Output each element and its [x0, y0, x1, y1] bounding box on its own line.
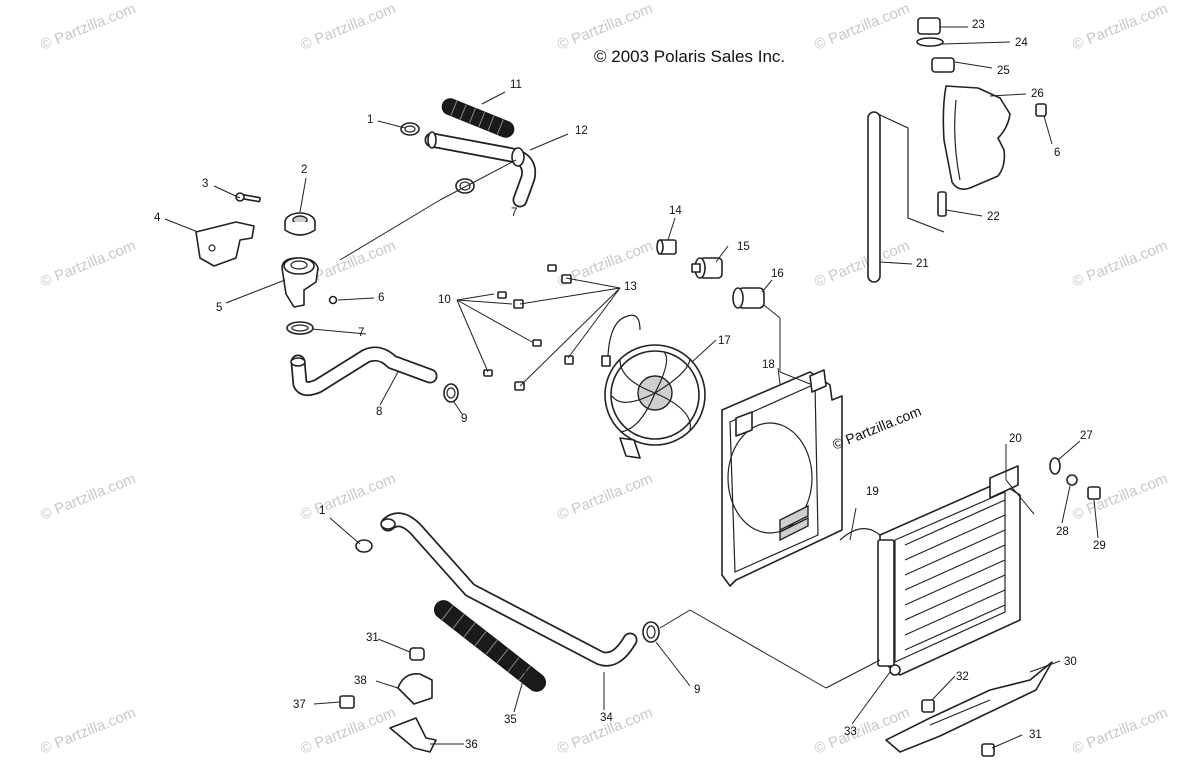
- overflow-fitting: [937, 191, 947, 217]
- callout-number: 10: [438, 294, 451, 306]
- push-rivet: [409, 647, 425, 661]
- hose-8: [290, 346, 438, 397]
- fan-shroud: [721, 369, 843, 587]
- callout-number: 33: [844, 726, 857, 738]
- callout-number: 29: [1093, 540, 1106, 552]
- callout-number: 19: [866, 486, 879, 498]
- callout-number: 2: [301, 164, 308, 176]
- hose-clamp: [355, 539, 373, 553]
- callout-number: 38: [354, 675, 367, 687]
- upper-hose: [424, 131, 537, 208]
- hose-clamp: [443, 383, 459, 403]
- callout-number: 31: [366, 632, 379, 644]
- hose-clamp: [400, 122, 420, 136]
- callout-number: 7: [358, 327, 365, 339]
- leader-lines: [164, 26, 1099, 749]
- bolt: [1035, 103, 1047, 117]
- callout-number: 6: [378, 292, 385, 304]
- callout-number: 12: [575, 125, 588, 137]
- skid-plate: [885, 661, 1053, 753]
- callout-number: 25: [997, 65, 1010, 77]
- callout-number: 9: [694, 684, 701, 696]
- callout-number: 18: [762, 359, 775, 371]
- coolant-reservoir: [942, 85, 1011, 190]
- hose-clip: [397, 672, 433, 705]
- radiator-cap: [284, 212, 316, 236]
- hose-clamp: [642, 621, 660, 643]
- mounting-bracket: [195, 221, 255, 267]
- temperature-sensor: [656, 239, 677, 255]
- clip-bracket: [389, 717, 437, 753]
- callout-number: 1: [319, 505, 326, 517]
- grommet: [1066, 474, 1078, 486]
- hose-clamp: [455, 178, 475, 194]
- filler-neck: [281, 257, 319, 308]
- callout-number: 5: [216, 302, 223, 314]
- copyright-notice: © 2003 Polaris Sales Inc.: [594, 47, 786, 66]
- callout-number: 36: [465, 739, 478, 751]
- callout-number: 37: [293, 699, 306, 711]
- callout-number: 11: [510, 79, 522, 91]
- callout-number: 22: [987, 211, 1000, 223]
- callout-number: 35: [504, 714, 517, 726]
- callout-number: 13: [624, 281, 637, 293]
- callout-number: 23: [972, 19, 985, 31]
- coupler: [732, 287, 765, 309]
- screw: [328, 295, 338, 305]
- lower-hose: [380, 512, 638, 667]
- cooling-fan: [601, 314, 706, 459]
- callout-number: 1: [367, 114, 374, 126]
- callout-number: 6: [1054, 147, 1061, 159]
- push-rivet: [921, 699, 935, 713]
- callout-number: 26: [1031, 88, 1044, 100]
- fan-switch: [691, 257, 723, 279]
- callout-number: 27: [1080, 430, 1093, 442]
- callout-number: 9: [461, 413, 468, 425]
- callout-number: 4: [154, 212, 161, 224]
- callout-number: 20: [1009, 433, 1022, 445]
- callout-number: 24: [1015, 37, 1028, 49]
- bolt: [1087, 486, 1101, 500]
- push-rivet: [981, 743, 995, 757]
- callout-number: 32: [956, 671, 969, 683]
- nut: [339, 695, 355, 709]
- callout-number: 16: [771, 268, 784, 280]
- callout-number: 3: [202, 178, 209, 190]
- hose-clamp: [286, 321, 314, 335]
- callout-number: 8: [376, 406, 383, 418]
- fitting: [483, 264, 574, 391]
- ribbed-sleeve-upper: [441, 98, 515, 138]
- callout-number: 30: [1064, 656, 1077, 668]
- callout-number: 17: [718, 335, 731, 347]
- callout-number: 21: [916, 258, 929, 270]
- callout-number: 31: [1029, 729, 1042, 741]
- ribbed-sleeve-lower: [434, 600, 546, 692]
- callout-number: 28: [1056, 526, 1069, 538]
- screw: [235, 192, 261, 203]
- overflow-tube: [867, 111, 945, 283]
- reservoir-cap: [916, 17, 955, 73]
- callout-number: 7: [511, 207, 518, 219]
- washer: [1049, 457, 1061, 475]
- callout-number: 15: [737, 241, 750, 253]
- callout-number: 34: [600, 712, 613, 724]
- callout-number: 14: [669, 205, 682, 217]
